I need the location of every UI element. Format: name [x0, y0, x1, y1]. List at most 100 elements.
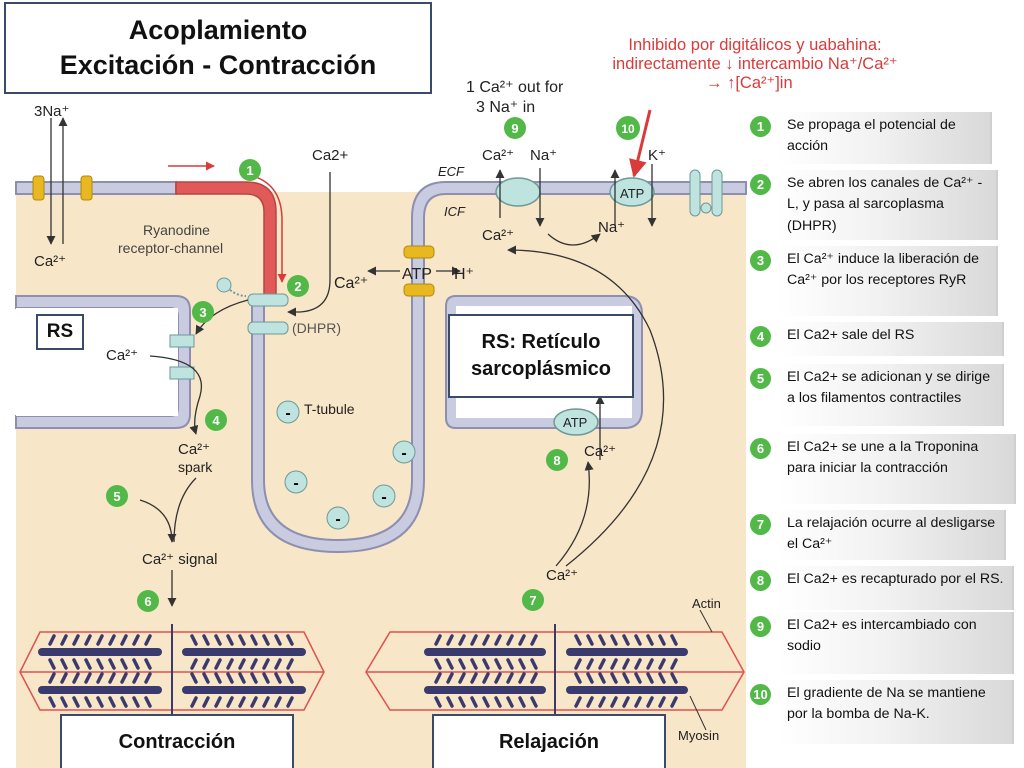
step-text: El Ca2+ se adicionan y se dirige a los f… — [787, 369, 991, 407]
inhibition-line-3: → ↑[Ca²⁺]in — [706, 73, 793, 92]
minus-sign: - — [401, 445, 406, 462]
step-background — [778, 246, 998, 316]
serca-pump — [553, 408, 599, 436]
marker-1-label: 1 — [246, 163, 253, 178]
step-item-6: 6 El Ca2+ se une a la Troponina para inic… — [750, 434, 1016, 504]
step-text: El Ca2+ sale del RS — [787, 327, 915, 343]
myosin-pointer — [689, 695, 707, 731]
myosin-filament — [38, 686, 162, 694]
arrow-spark-signal-a — [139, 499, 177, 543]
step-background — [778, 680, 1014, 744]
na-k-pump — [609, 177, 655, 207]
arrow-ca-top — [287, 172, 331, 317]
minus-sign: - — [335, 511, 340, 528]
marker-2 — [287, 275, 309, 297]
exchange-line-1: 1 Ca²⁺ out for — [466, 79, 564, 96]
ryanodine-receptor — [169, 366, 195, 380]
step-text: El Ca2+ se une a la Troponina para inici… — [787, 439, 979, 477]
marker-7-label: 7 — [529, 593, 536, 608]
label-atp-pump: ATP — [402, 266, 432, 283]
negative-charge — [284, 470, 308, 494]
rs-label-box: RS — [36, 314, 84, 350]
label-3na: 3Na⁺ — [34, 103, 69, 120]
step-background — [778, 434, 1016, 504]
myosin-filament — [566, 686, 688, 694]
ryr-foot — [216, 277, 232, 293]
step-number-badge: 9 — [750, 616, 771, 637]
step-number-badge: 4 — [750, 326, 771, 347]
exchange-note: 1 Ca²⁺ out for 3 Na⁺ in — [466, 78, 563, 118]
rs-definition-line-1: RS: Retículo — [481, 331, 601, 353]
step-background — [778, 170, 998, 240]
title-line-1: Acoplamiento — [128, 14, 308, 45]
step-text: Se propaga el potencial de acción — [787, 117, 956, 155]
step-number-badge: 3 — [750, 250, 771, 271]
step-number-badge: 5 — [750, 368, 771, 389]
label-dhpr: (DHPR) — [292, 320, 341, 336]
marker-4 — [205, 409, 227, 431]
relaxation-box: Relajación — [432, 714, 666, 768]
dhpr-channel — [247, 293, 289, 307]
label-h-plus: H⁺ — [454, 266, 474, 283]
arrow-step3 — [195, 299, 249, 335]
negative-charge — [392, 440, 416, 464]
step-text: El Ca2+ es intercambiado con sodio — [787, 617, 977, 655]
marker-5-label: 5 — [113, 489, 120, 504]
marker-3-label: 3 — [199, 305, 206, 320]
myosin-filament — [182, 648, 306, 656]
label-ryanodine-2: receptor-channel — [118, 240, 223, 256]
sarcoplasm-area — [16, 192, 746, 768]
minus-sign: - — [381, 489, 386, 506]
minus-sign: - — [293, 475, 298, 492]
marker-8 — [546, 449, 568, 471]
k-channel — [711, 169, 723, 217]
label-atp-nak: ATP — [620, 186, 644, 201]
arrow-relax-to-exchanger — [507, 245, 665, 567]
label-ryanodine-1: Ryanodine — [143, 222, 210, 238]
step-background — [778, 612, 1014, 674]
label-ca-top: Ca2+ — [312, 147, 349, 164]
step-item-5: 5 El Ca2+ se adicionan y se dirige a los … — [750, 364, 1016, 426]
label-k-plus: K⁺ — [648, 147, 666, 164]
label-ca-sr: Ca²⁺ — [106, 347, 138, 364]
marker-1 — [239, 159, 261, 181]
step-text: El gradiente de Na se mantiene por la bo… — [787, 685, 986, 723]
step-number-badge: 2 — [750, 174, 771, 195]
label-ca-relax: Ca²⁺ — [546, 567, 578, 584]
negative-charge — [372, 484, 396, 508]
step-number-badge: 1 — [750, 116, 771, 137]
marker-10 — [616, 116, 640, 140]
step-background — [778, 112, 992, 164]
step-number-badge: 7 — [750, 514, 771, 535]
label-icf: ICF — [444, 204, 466, 219]
tubule-pump — [403, 245, 435, 259]
arrow-to-spark — [149, 355, 202, 435]
dhpr-channel — [247, 321, 289, 335]
negative-charge — [276, 400, 300, 424]
step-number-badge: 6 — [750, 438, 771, 459]
ryanodine-receptor — [169, 334, 195, 348]
membrane-channel — [80, 175, 93, 201]
step-text: La relajación ocurre al desligarse el Ca… — [787, 515, 996, 553]
step-text: El Ca2+ es recapturado por el RS. — [787, 571, 1004, 587]
step-markers: 1 2 3 4 5 6 7 8 9 10 — [106, 116, 640, 612]
label-na-bottom: Na⁺ — [598, 219, 625, 236]
myosin-heads — [434, 634, 678, 708]
myosin-heads — [48, 634, 294, 708]
minus-sign: - — [285, 405, 290, 422]
na-ca-exchanger — [495, 177, 541, 207]
marker-6 — [137, 590, 159, 612]
label-ca-mid: Ca²⁺ — [334, 275, 368, 292]
step-item-7: 7 La relajación ocurre al desligarse el C… — [750, 510, 1016, 560]
arrow-spark-signal-b — [173, 477, 197, 543]
rs-definition-line-2: sarcoplásmico — [470, 358, 612, 380]
sarcomere-left — [19, 624, 325, 716]
label-ca-serca: Ca²⁺ — [584, 443, 616, 460]
arrow-na-curve — [547, 233, 601, 246]
marker-2-label: 2 — [294, 279, 301, 294]
step-background — [778, 322, 1004, 356]
step-item-4: 4 El Ca2+ sale del RS — [750, 322, 1016, 356]
